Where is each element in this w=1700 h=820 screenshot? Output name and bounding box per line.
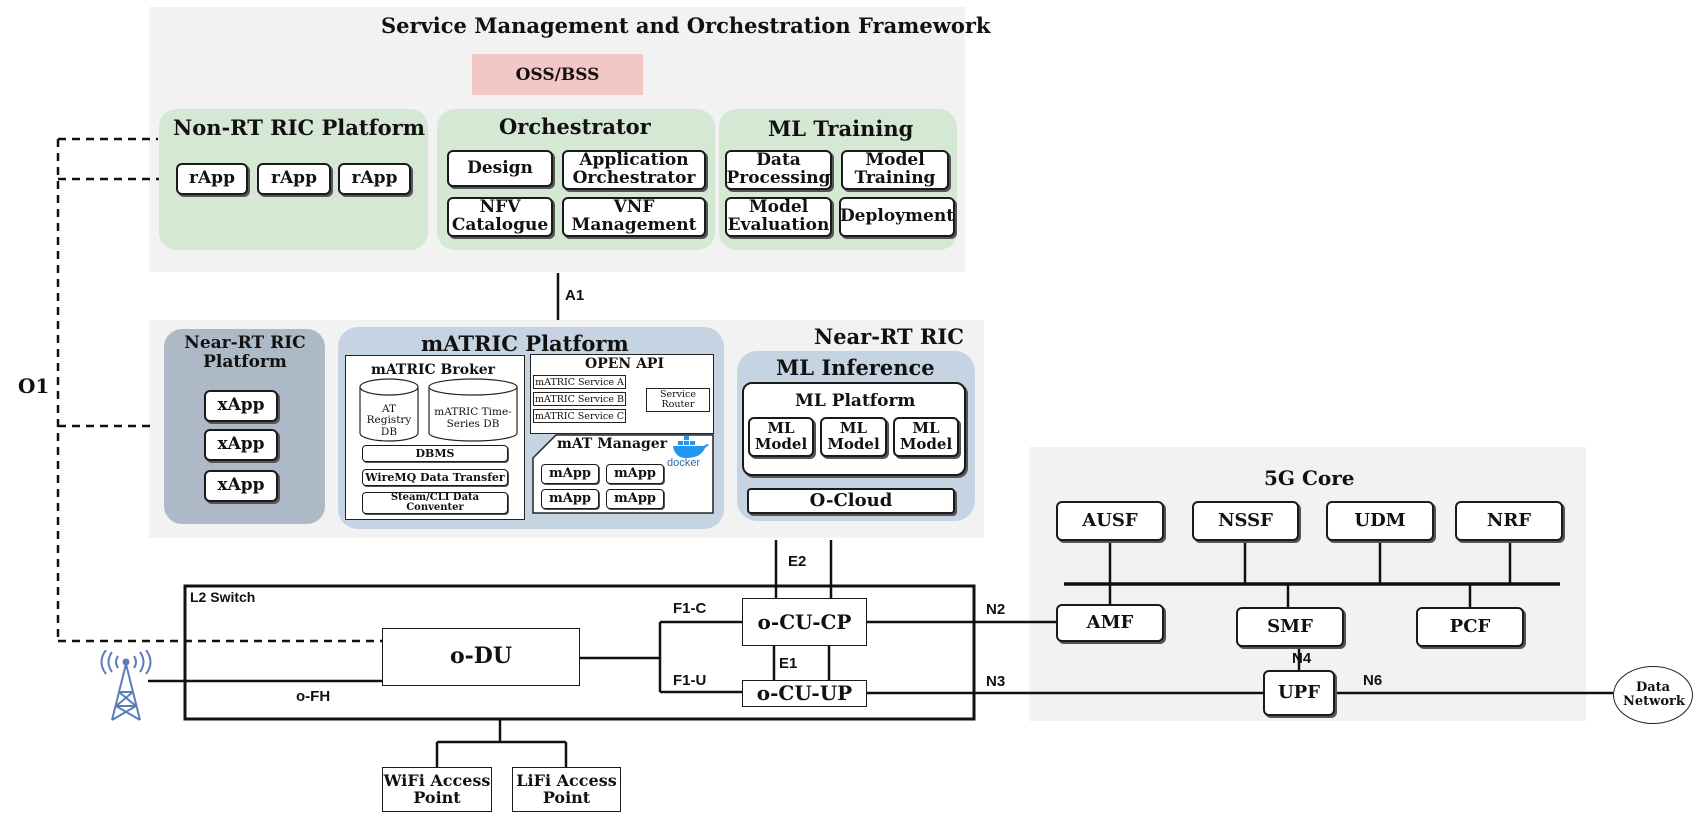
cell-tower-icon xyxy=(100,650,152,721)
ausf-box[interactable]: AUSF xyxy=(1056,501,1164,541)
dbms-box[interactable]: DBMS xyxy=(362,445,508,462)
mat-manager-title: mAT Manager xyxy=(557,436,668,452)
o-cu-cp-box[interactable]: o-CU-CP xyxy=(742,598,867,646)
nrf-box[interactable]: NRF xyxy=(1455,501,1563,541)
mapp-box-3[interactable]: mApp xyxy=(541,489,599,509)
model-training-box[interactable]: Model Training xyxy=(841,150,949,190)
ml-model-box-2[interactable]: ML Model xyxy=(820,417,887,457)
wiremq-data-transfer-box[interactable]: WireMQ Data Transfer xyxy=(362,469,508,486)
matric-service-b-box[interactable]: mATRIC Service B xyxy=(533,392,626,406)
upf-box[interactable]: UPF xyxy=(1263,670,1335,716)
vnf-management-box[interactable]: VNF Management xyxy=(562,197,706,237)
rapp-box-3[interactable]: rApp xyxy=(338,163,411,195)
ml-platform-title: ML Platform xyxy=(795,391,916,411)
n3-label: N3 xyxy=(986,673,1006,690)
lifi-access-point-box[interactable]: LiFi Access Point xyxy=(512,767,621,812)
o-cloud-box[interactable]: O-Cloud xyxy=(747,488,955,514)
5g-core-title: 5G Core xyxy=(1264,466,1355,490)
mapp-box-2[interactable]: mApp xyxy=(606,464,664,484)
matric-service-c-box[interactable]: mATRIC Service C xyxy=(533,409,626,423)
mapp-box-4[interactable]: mApp xyxy=(606,489,664,509)
rapp-box-2[interactable]: rApp xyxy=(257,163,331,195)
data-network-label: Data Network xyxy=(1623,679,1685,709)
e2-label: E2 xyxy=(788,553,807,570)
model-evaluation-box[interactable]: Model Evaluation xyxy=(725,197,832,237)
n6-label: N6 xyxy=(1363,672,1383,689)
data-processing-box[interactable]: Data Processing xyxy=(725,150,832,190)
f1u-label: F1-U xyxy=(673,672,707,689)
oss-bss-box[interactable]: OSS/BSS xyxy=(472,54,643,95)
o1-label: O1 xyxy=(18,374,50,398)
smo-title: Service Management and Orchestration Fra… xyxy=(381,13,991,38)
e1-label: E1 xyxy=(779,655,798,672)
matric-platform-title: mATRIC Platform xyxy=(421,331,629,356)
f1c-label: F1-C xyxy=(673,600,707,617)
matric-service-a-box[interactable]: mATRIC Service A xyxy=(533,375,626,389)
near-rt-ric-title: Near-RT RIC xyxy=(814,324,964,349)
smf-box[interactable]: SMF xyxy=(1236,607,1344,647)
rapp-box-1[interactable]: rApp xyxy=(176,163,248,195)
ml-model-box-3[interactable]: ML Model xyxy=(893,417,959,457)
ml-training-title: ML Training xyxy=(768,116,914,141)
open-api-title: OPEN API xyxy=(585,356,665,372)
at-registry-db-icon xyxy=(359,378,419,442)
deployment-box[interactable]: Deployment xyxy=(839,197,955,237)
n4-label: N4 xyxy=(1292,650,1312,667)
at-registry-db-label: AT Registry DB xyxy=(366,402,412,438)
matric-broker-title: mATRIC Broker xyxy=(371,362,496,378)
mapp-box-1[interactable]: mApp xyxy=(541,464,599,484)
near-rt-ric-platform-title: Near-RT RIC Platform xyxy=(184,333,306,372)
service-router-box[interactable]: Service Router xyxy=(646,388,710,412)
pcf-box[interactable]: PCF xyxy=(1416,607,1524,647)
design-box[interactable]: Design xyxy=(447,150,553,187)
xapp-box-2[interactable]: xApp xyxy=(204,429,278,461)
application-orchestrator-box[interactable]: Application Orchestrator xyxy=(562,150,706,190)
nssf-box[interactable]: NSSF xyxy=(1192,501,1299,541)
l2-switch-label: L2 Switch xyxy=(190,589,256,605)
data-network-node[interactable]: Data Network xyxy=(1613,666,1693,724)
non-rt-ric-title: Non-RT RIC Platform xyxy=(173,115,425,140)
wifi-access-point-box[interactable]: WiFi Access Point xyxy=(382,767,492,812)
udm-box[interactable]: UDM xyxy=(1326,501,1434,541)
nfv-catalogue-box[interactable]: NFV Catalogue xyxy=(447,197,553,237)
o1-dashed-lines xyxy=(56,137,382,643)
xapp-box-1[interactable]: xApp xyxy=(204,390,278,422)
ml-model-box-1[interactable]: ML Model xyxy=(748,417,814,457)
n2-label: N2 xyxy=(986,601,1006,618)
docker-label: docker xyxy=(667,457,701,469)
time-series-db-icon xyxy=(428,378,518,442)
ml-inference-title: ML Inference xyxy=(776,355,935,380)
amf-box[interactable]: AMF xyxy=(1056,604,1164,642)
steam-cli-data-converter-box[interactable]: Steam/CLI Data Conventer xyxy=(362,492,508,514)
oss-bss-label: OSS/BSS xyxy=(515,64,600,85)
ofh-label: o-FH xyxy=(296,688,331,705)
o-cu-up-box[interactable]: o-CU-UP xyxy=(742,680,867,707)
docker-whale-icon xyxy=(673,436,709,458)
time-series-db-label: mATRIC Time-Series DB xyxy=(434,406,512,430)
o-du-box[interactable]: o-DU xyxy=(382,628,580,686)
xapp-box-3[interactable]: xApp xyxy=(204,470,278,502)
a1-label: A1 xyxy=(565,287,585,304)
orchestrator-title: Orchestrator xyxy=(499,114,651,139)
